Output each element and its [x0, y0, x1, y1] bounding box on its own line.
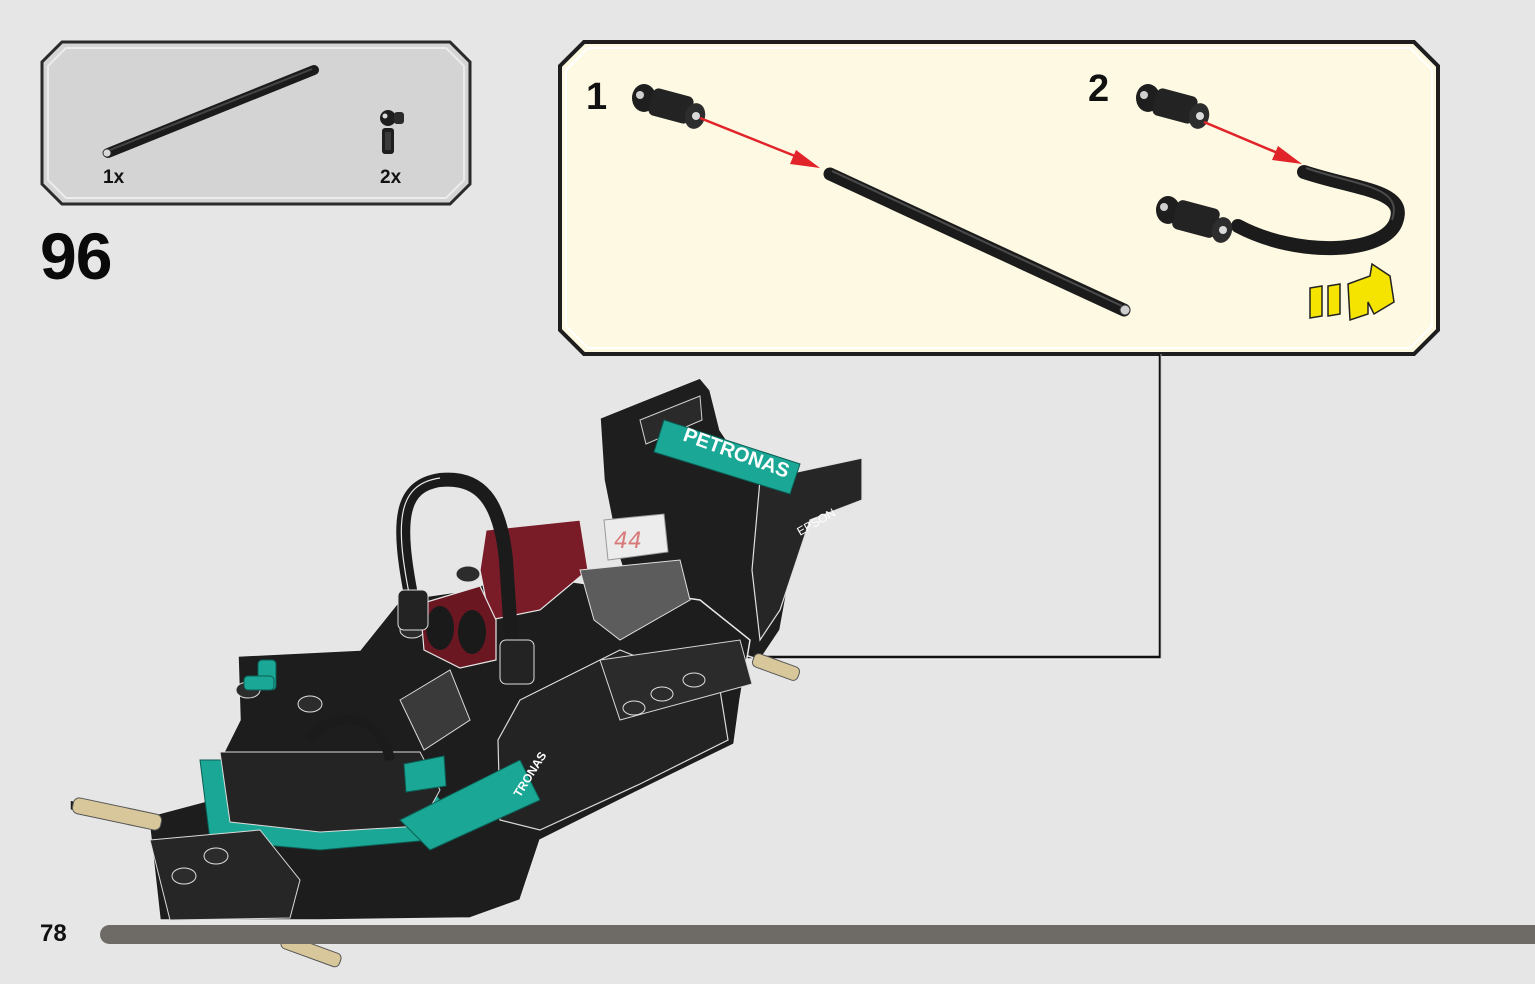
- step2-red-arrow: [1203, 120, 1302, 164]
- installed-bent-axle: [396, 472, 535, 685]
- sub-assembly-box: 1 2: [558, 40, 1440, 356]
- step2-connector-top: [1136, 84, 1210, 129]
- step-number: 96: [40, 219, 112, 293]
- pin-connector-part: [380, 110, 404, 154]
- rotate-arrow-icon: [1309, 262, 1395, 322]
- step2-connector-bottom: [1156, 196, 1233, 243]
- page-number: 78: [40, 920, 67, 947]
- cockpit: [305, 559, 691, 762]
- race-number-tile: 44: [603, 513, 669, 561]
- step2-bent-axle: [1231, 165, 1405, 255]
- step1-connector: [632, 84, 706, 129]
- sub-step-2-number: 2: [1088, 68, 1110, 110]
- step1-red-arrow: [699, 116, 820, 168]
- parts-list-frame: [40, 40, 472, 206]
- axle-quantity: 1x: [103, 167, 125, 188]
- teal-details: [243, 659, 447, 793]
- svg-text:44: 44: [614, 529, 642, 554]
- chassis-body: [69, 559, 753, 921]
- flexible-axle-part: [102, 65, 319, 158]
- connector-quantity: 2x: [380, 167, 402, 188]
- sub-step-1-number: 1: [586, 76, 608, 118]
- progress-bar: [100, 925, 1535, 944]
- step1-axle: [823, 167, 1131, 317]
- sub-assembly-frame: [558, 40, 1440, 356]
- parts-list-box: 1x 2x: [40, 40, 472, 206]
- tan-axle-pins: [71, 653, 801, 968]
